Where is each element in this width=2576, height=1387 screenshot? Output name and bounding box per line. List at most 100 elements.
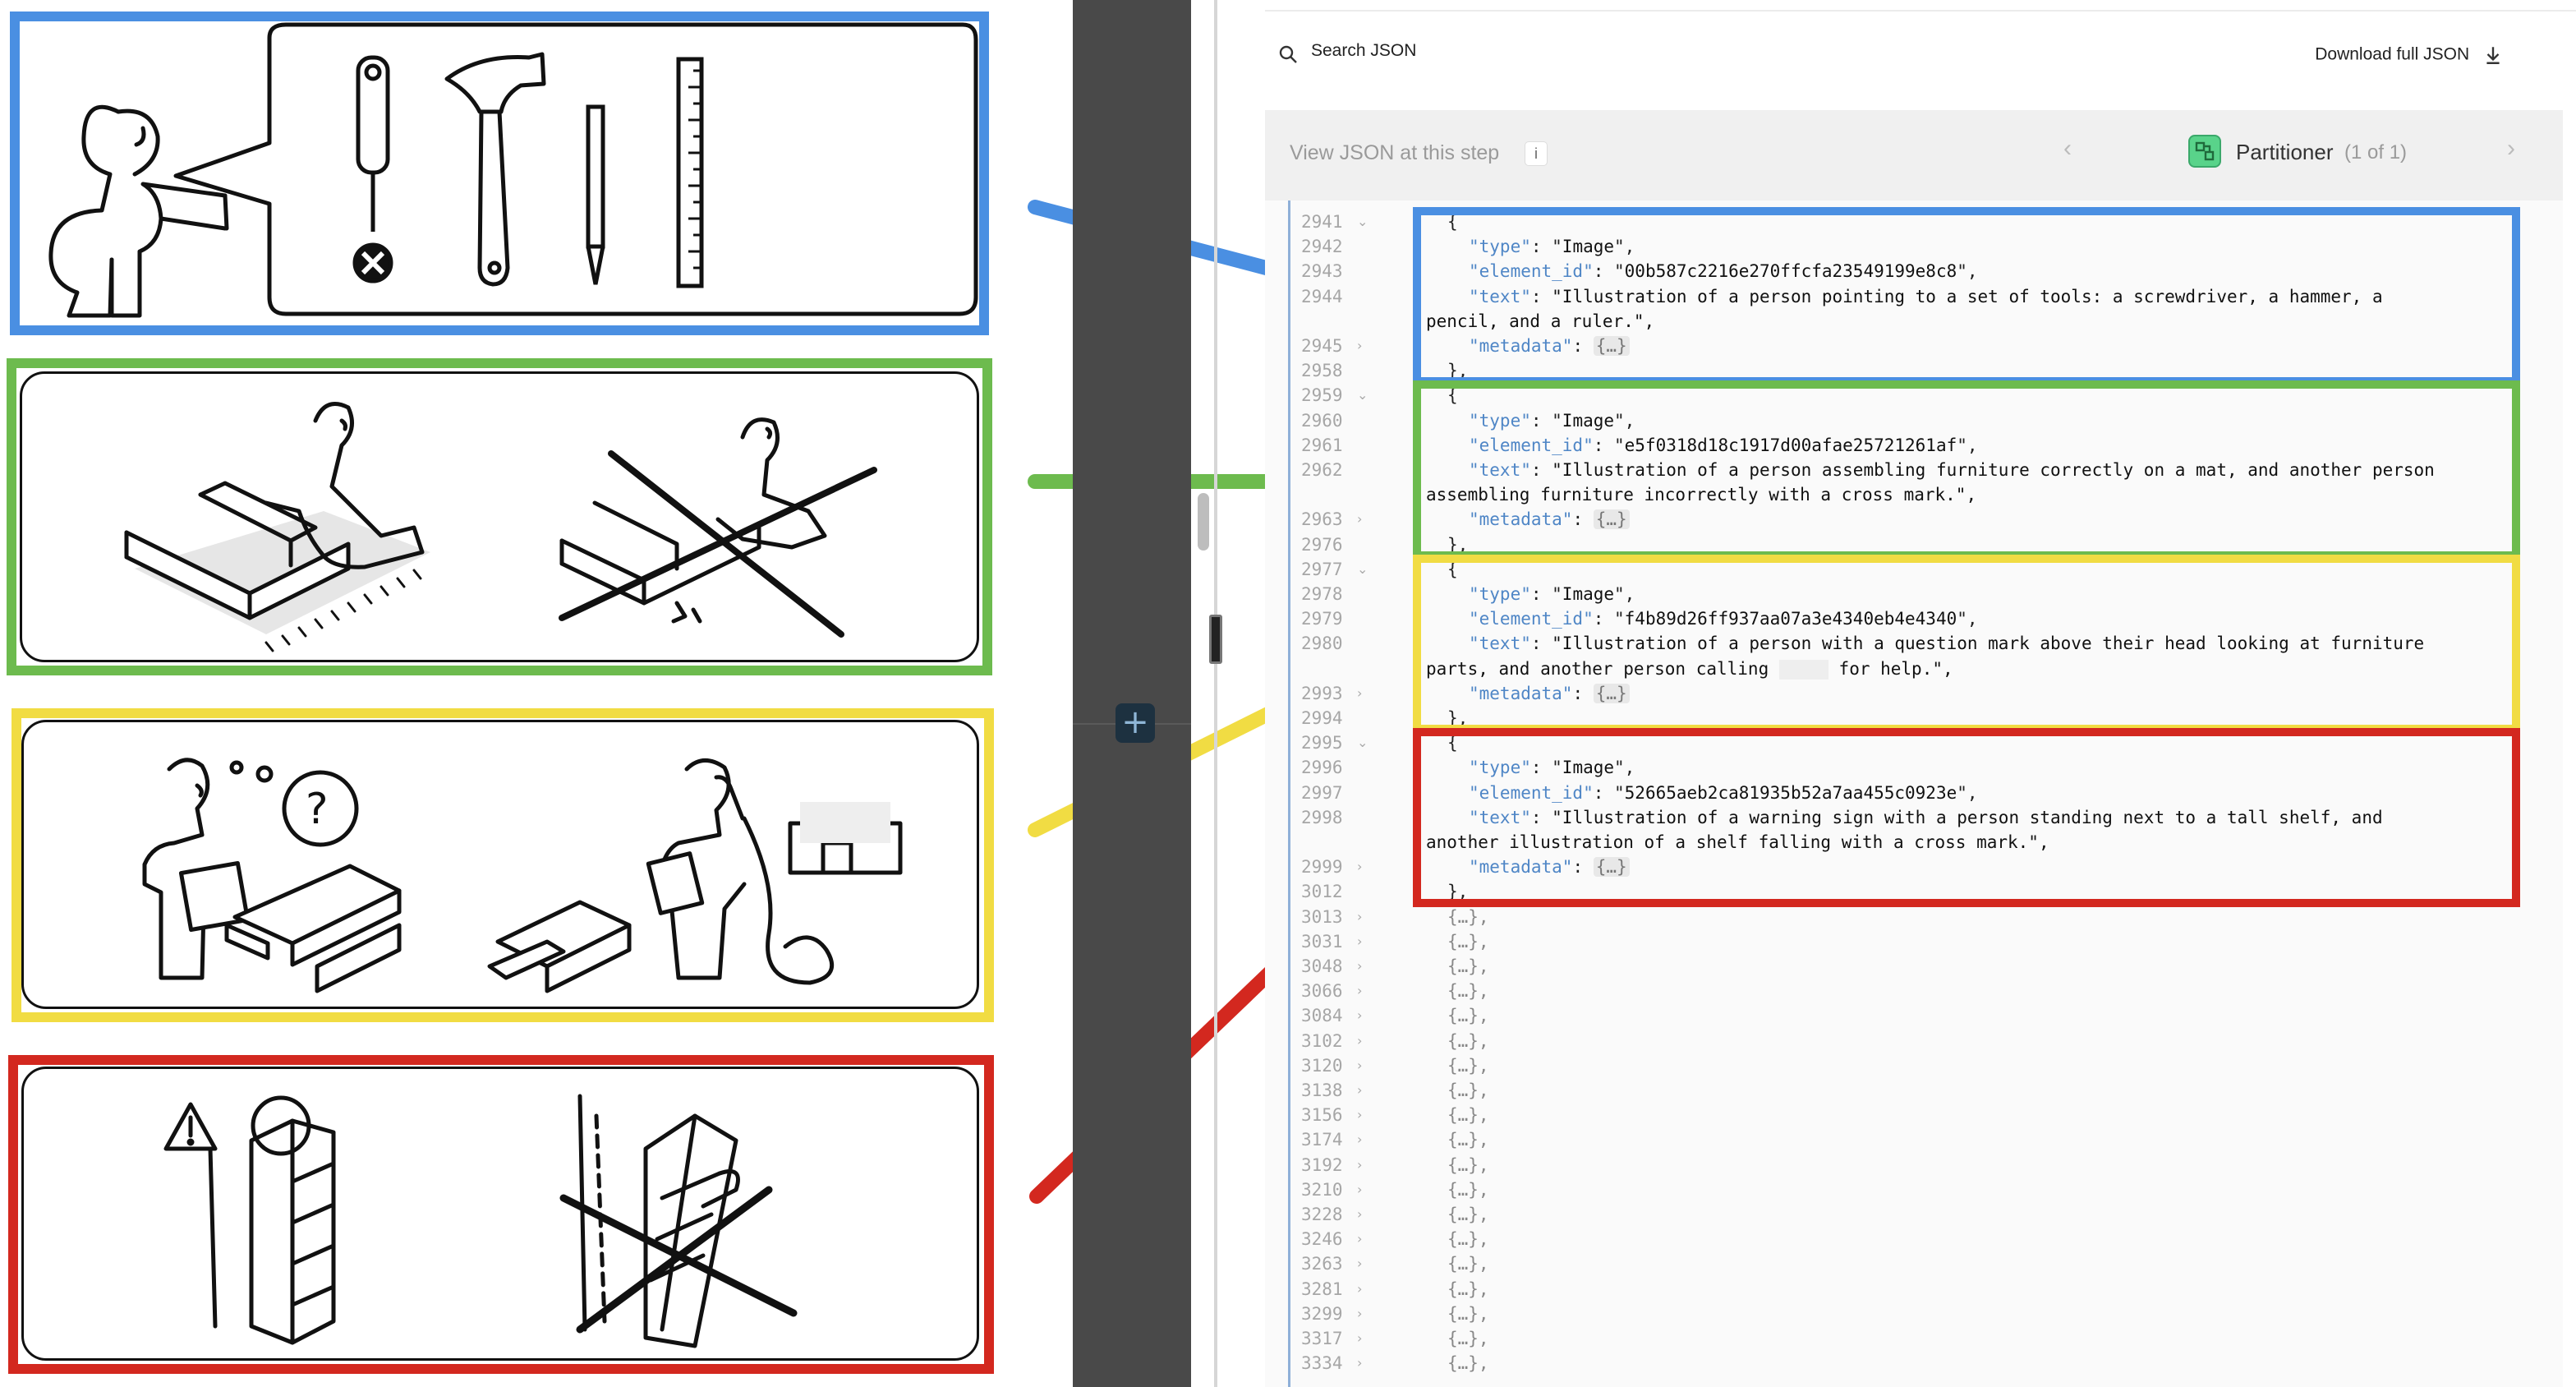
fold-toggle-icon[interactable]: ⌄ bbox=[1357, 560, 1368, 577]
expand-toggle-icon[interactable]: › bbox=[1357, 1032, 1363, 1048]
chevron-left-icon[interactable]: ‹ bbox=[2063, 135, 2072, 162]
splitter-handle[interactable] bbox=[1209, 615, 1222, 664]
line-number: 2997 bbox=[1301, 782, 1343, 803]
assembly-illustration bbox=[124, 402, 877, 652]
fold-toggle-icon[interactable]: › bbox=[1357, 511, 1363, 528]
json-key-text: "text" bbox=[1469, 286, 1531, 306]
collapsed-element[interactable]: {…}, bbox=[1447, 1031, 1489, 1051]
search-json-input[interactable]: Search JSON bbox=[1311, 41, 1417, 60]
collapsed-element[interactable]: {…}, bbox=[1447, 1304, 1489, 1324]
collapsed-element[interactable]: {…}, bbox=[1447, 1254, 1489, 1274]
collapsed-element[interactable]: {…}, bbox=[1447, 1155, 1489, 1175]
json-text-line: "text": "Illustration of a person with a… bbox=[1469, 634, 2425, 654]
highlight-frame-tools bbox=[10, 12, 989, 335]
expand-toggle-icon[interactable]: › bbox=[1357, 1007, 1363, 1024]
line-number: 3031 bbox=[1301, 931, 1343, 952]
splitter[interactable] bbox=[1214, 0, 1217, 1387]
dark-side-panel bbox=[1073, 0, 1191, 1387]
json-key-text: "text" bbox=[1469, 634, 1531, 654]
collapsed-element[interactable]: {…}, bbox=[1447, 1279, 1489, 1299]
expand-toggle-icon[interactable]: › bbox=[1357, 1256, 1363, 1272]
json-key-type: "type" bbox=[1469, 758, 1531, 778]
warning-illustration bbox=[163, 1094, 798, 1348]
collapsed-element-text: {…}, bbox=[1447, 1179, 1489, 1200]
partitioner-icon bbox=[2188, 135, 2221, 168]
expand-toggle-icon[interactable]: › bbox=[1357, 1057, 1363, 1073]
brace: }, bbox=[1447, 534, 1469, 555]
line-number: 3192 bbox=[1301, 1154, 1343, 1175]
line-number: 2959 bbox=[1301, 385, 1343, 406]
collapsed-element[interactable]: {…}, bbox=[1447, 1105, 1489, 1125]
expand-toggle-icon[interactable]: › bbox=[1357, 1206, 1363, 1222]
line-number: 2941 bbox=[1301, 212, 1343, 232]
collapsed-element[interactable]: {…}, bbox=[1447, 1180, 1489, 1200]
line-number: 3174 bbox=[1301, 1130, 1343, 1150]
json-text-value-wrap: another illustration of a shelf falling … bbox=[1426, 832, 2049, 852]
expand-toggle-icon[interactable]: › bbox=[1357, 1082, 1363, 1098]
line-number: 2978 bbox=[1301, 584, 1343, 604]
fold-toggle-icon[interactable]: ⌄ bbox=[1357, 387, 1368, 403]
collapsed-element[interactable]: {…}, bbox=[1447, 1006, 1489, 1025]
json-metadata-line: "metadata": {…} bbox=[1469, 683, 1630, 703]
expand-toggle-icon[interactable]: › bbox=[1357, 1330, 1363, 1346]
scrollbar-thumb[interactable] bbox=[1198, 493, 1209, 551]
json-type-line: "type": "Image", bbox=[1469, 758, 1635, 778]
code-area bbox=[1265, 200, 2563, 1387]
redacted-logo bbox=[800, 802, 890, 843]
line-number: 2995 bbox=[1301, 733, 1343, 753]
expand-toggle-icon[interactable]: › bbox=[1357, 933, 1363, 949]
fold-toggle-icon[interactable]: › bbox=[1357, 859, 1363, 875]
fold-toggle-icon[interactable]: › bbox=[1357, 338, 1363, 353]
expand-toggle-icon[interactable]: › bbox=[1357, 1107, 1363, 1123]
info-icon[interactable]: i bbox=[1525, 141, 1548, 166]
fold-toggle-icon[interactable]: ⌄ bbox=[1357, 214, 1368, 229]
json-key-element-id: "element_id" bbox=[1469, 782, 1594, 803]
json-close-brace: }, bbox=[1447, 535, 1468, 555]
expand-toggle-icon[interactable]: › bbox=[1357, 958, 1363, 974]
json-open-brace: { bbox=[1447, 733, 1458, 753]
collapsed-element[interactable]: {…}, bbox=[1447, 1329, 1489, 1348]
pencil-icon bbox=[586, 104, 605, 285]
collapsed-element-text: {…}, bbox=[1447, 1254, 1489, 1274]
expand-toggle-icon[interactable]: › bbox=[1357, 1181, 1363, 1197]
search-icon[interactable] bbox=[1278, 44, 1298, 64]
collapsed-element[interactable]: {…}, bbox=[1447, 1130, 1489, 1150]
add-button[interactable]: + bbox=[1116, 703, 1155, 743]
warning-card bbox=[21, 1067, 979, 1361]
expand-toggle-icon[interactable]: › bbox=[1357, 908, 1363, 924]
collapsed-element[interactable]: {…}, bbox=[1447, 1205, 1489, 1224]
chevron-right-icon[interactable]: › bbox=[2507, 135, 2515, 162]
line-number: 3084 bbox=[1301, 1006, 1343, 1026]
brace: { bbox=[1447, 559, 1458, 579]
expand-toggle-icon[interactable]: › bbox=[1357, 1156, 1363, 1173]
step-name[interactable]: Partitioner bbox=[2236, 140, 2334, 164]
collapsed-element[interactable]: {…}, bbox=[1447, 932, 1489, 952]
collapsed-element[interactable]: {…}, bbox=[1447, 1229, 1489, 1249]
collapsed-element[interactable]: {…}, bbox=[1447, 981, 1489, 1001]
fold-toggle-icon[interactable]: › bbox=[1357, 684, 1363, 701]
line-number: 2998 bbox=[1301, 807, 1343, 827]
collapsed-element[interactable]: {…}, bbox=[1447, 907, 1489, 927]
expand-toggle-icon[interactable]: › bbox=[1357, 1305, 1363, 1321]
json-text-value: "Illustration of a person pointing to a … bbox=[1552, 286, 2383, 306]
line-number: 3066 bbox=[1301, 981, 1343, 1002]
expand-toggle-icon[interactable]: › bbox=[1357, 1355, 1363, 1371]
collapsed-element-text: {…}, bbox=[1447, 1055, 1489, 1076]
collapsed-element-text: {…}, bbox=[1447, 1279, 1489, 1299]
download-json-button[interactable]: Download full JSON bbox=[2315, 44, 2504, 66]
collapsed-element[interactable]: {…}, bbox=[1447, 1081, 1489, 1100]
json-text-value-wrap: for help.", bbox=[1838, 658, 1953, 679]
expand-toggle-icon[interactable]: › bbox=[1357, 983, 1363, 999]
collapsed-element[interactable]: {…}, bbox=[1447, 1056, 1489, 1076]
collapsed-element[interactable]: {…}, bbox=[1447, 956, 1489, 976]
collapsed-element[interactable]: {…}, bbox=[1447, 1353, 1489, 1373]
fold-toggle-icon[interactable]: ⌄ bbox=[1357, 735, 1368, 751]
expand-toggle-icon[interactable]: › bbox=[1357, 1280, 1363, 1297]
json-text-wrap-line: assembling furniture incorrectly with a … bbox=[1426, 485, 1976, 505]
json-key-metadata: "metadata" bbox=[1469, 857, 1573, 878]
line-number: 3013 bbox=[1301, 906, 1343, 927]
expand-toggle-icon[interactable]: › bbox=[1357, 1131, 1363, 1148]
highlight-box-element-1 bbox=[1413, 207, 2520, 386]
json-text-wrap-line: another illustration of a shelf falling … bbox=[1426, 832, 2049, 852]
expand-toggle-icon[interactable]: › bbox=[1357, 1231, 1363, 1247]
